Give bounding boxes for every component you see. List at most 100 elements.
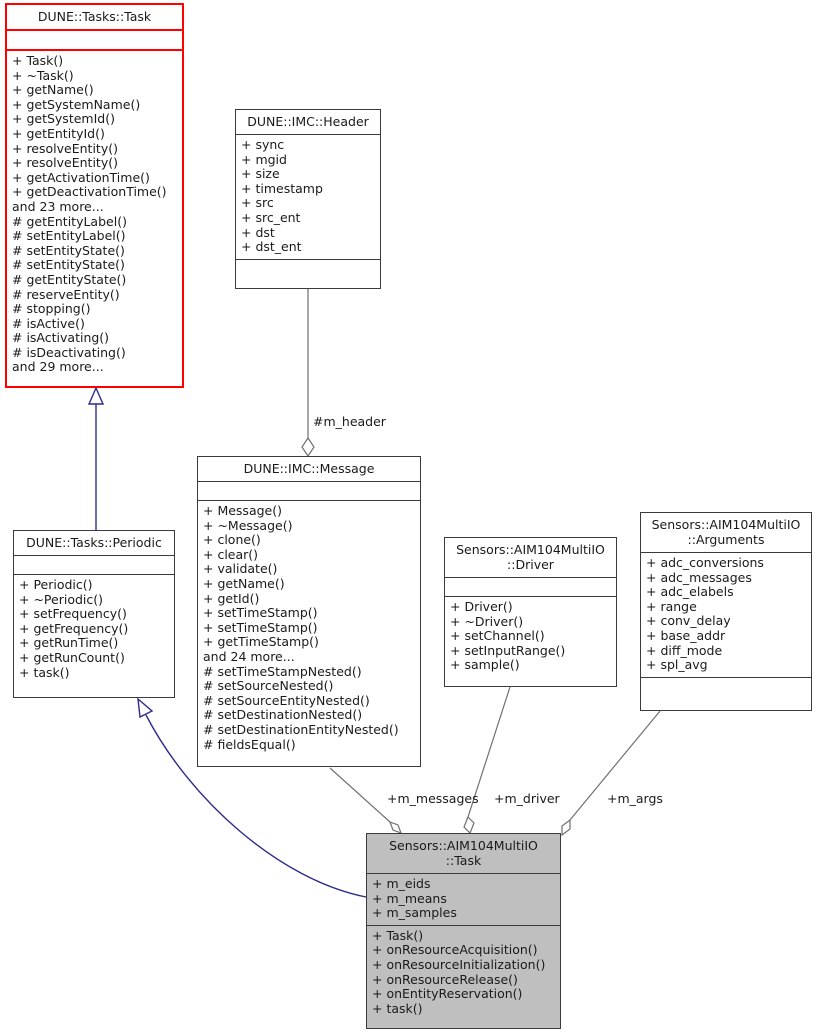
class-member: + Periodic() <box>19 577 93 592</box>
edge-header-to-message <box>301 289 315 458</box>
class-member: + getName() <box>203 575 285 591</box>
class-member: + sample() <box>450 657 520 673</box>
class-member: + ~Periodic() <box>19 591 103 607</box>
class-member: + sync <box>241 137 285 152</box>
class-operations-aim104-arguments <box>641 678 811 696</box>
class-member: + Task() <box>12 53 64 68</box>
class-member: + onEntityReservation() <box>372 986 523 1002</box>
class-operations-dune-tasks-task: + Task()+ ~Task()+ getName()+ getSystemN… <box>7 51 182 379</box>
class-member: + m_means <box>372 890 447 906</box>
class-node-aim104-task[interactable]: Sensors::AIM104MultiIO ::Task + m_eids+ … <box>366 833 561 1029</box>
class-member: + base_addr <box>646 627 726 643</box>
class-member: + clear() <box>203 546 259 562</box>
class-member: + getSystemName() <box>12 96 141 112</box>
class-member: + src_ent <box>241 209 301 225</box>
class-title-aim104-driver: Sensors::AIM104MultiIO ::Driver <box>456 542 605 572</box>
class-member: + onResourceInitialization() <box>372 956 546 972</box>
class-divider <box>236 134 380 135</box>
class-member: # stopping() <box>12 301 91 317</box>
class-divider <box>445 577 616 578</box>
class-member: + resolveEntity() <box>12 155 118 171</box>
class-attributes-dune-tasks-task <box>7 31 182 49</box>
class-member: + getDeactivationTime() <box>12 184 167 200</box>
class-title-aim104-arguments: Sensors::AIM104MultiIO ::Arguments <box>651 517 801 547</box>
class-member: + onResourceRelease() <box>372 971 518 987</box>
class-member: # isDeactivating() <box>12 344 126 360</box>
class-member: + getRunTime() <box>19 635 119 651</box>
class-title-dune-imc-message: DUNE::IMC::Message <box>243 461 375 476</box>
class-divider <box>198 500 420 501</box>
class-member: # setDestinationEntityNested() <box>203 721 399 737</box>
class-title-dune-tasks-periodic: DUNE::Tasks::Periodic <box>26 535 162 550</box>
class-member: + mgid <box>241 151 287 167</box>
class-member: + adc_elabels <box>646 584 734 600</box>
class-member: + adc_conversions <box>646 555 764 570</box>
class-member: + Driver() <box>450 599 513 614</box>
class-node-aim104-arguments[interactable]: Sensors::AIM104MultiIO ::Arguments + adc… <box>640 512 812 711</box>
class-member: + range <box>646 598 697 614</box>
class-member: + spl_avg <box>646 657 708 673</box>
class-node-dune-imc-message[interactable]: DUNE::IMC::Message + Message()+ ~Message… <box>197 456 421 767</box>
class-operations-aim104-task: + Task()+ onResourceAcquisition()+ onRes… <box>367 926 560 1021</box>
class-member: + m_samples <box>372 905 457 921</box>
class-attributes-aim104-driver <box>445 578 616 596</box>
class-member: # setEntityState() <box>12 242 125 258</box>
class-attributes-aim104-arguments: + adc_conversions+ adc_messages+ adc_ela… <box>641 553 811 677</box>
class-member: and 29 more... <box>12 359 104 375</box>
class-member: + Task() <box>372 927 424 943</box>
class-attributes-dune-imc-header: + sync+ mgid+ size+ timestamp+ src+ src_… <box>236 135 380 259</box>
class-member: + m_eids <box>372 876 431 891</box>
class-node-dune-imc-header[interactable]: DUNE::IMC::Header + sync+ mgid+ size+ ti… <box>235 109 381 289</box>
class-member: + size <box>241 166 280 182</box>
class-member: + resolveEntity() <box>12 140 118 156</box>
edge-label-m-header: #m_header <box>313 414 386 429</box>
class-divider <box>7 49 182 51</box>
class-member: + setTimeStamp() <box>203 619 318 635</box>
class-member: + setTimeStamp() <box>203 605 318 621</box>
class-divider <box>198 481 420 482</box>
class-member: # setSourceEntityNested() <box>203 692 370 708</box>
class-member: + ~Task() <box>12 67 74 83</box>
class-member: and 24 more... <box>203 648 295 664</box>
class-member: + task() <box>19 664 70 680</box>
class-member: + getActivationTime() <box>12 169 150 185</box>
class-node-aim104-driver[interactable]: Sensors::AIM104MultiIO ::Driver + Driver… <box>444 537 617 687</box>
class-operations-aim104-driver: + Driver()+ ~Driver()+ setChannel()+ set… <box>445 597 616 677</box>
class-member: + getTimeStamp() <box>203 634 319 650</box>
class-divider <box>14 555 174 556</box>
class-member: + ~Driver() <box>450 613 524 629</box>
class-member: # setEntityState() <box>12 257 125 273</box>
class-divider <box>14 574 174 575</box>
class-member: # setTimeStampNested() <box>203 663 362 679</box>
class-title-dune-tasks-task: DUNE::Tasks::Task <box>37 9 152 24</box>
edge-arguments-to-aim-task <box>561 710 661 837</box>
class-attributes-dune-imc-message <box>198 482 420 500</box>
class-member: # reserveEntity() <box>12 286 120 302</box>
class-node-dune-tasks-periodic[interactable]: DUNE::Tasks::Periodic + Periodic()+ ~Per… <box>13 530 175 698</box>
class-member: + getEntityId() <box>12 125 105 141</box>
class-member: + setInputRange() <box>450 642 566 658</box>
class-divider <box>445 596 616 597</box>
class-divider <box>641 676 811 678</box>
class-member: + Message() <box>203 503 282 518</box>
class-member: + validate() <box>203 561 278 577</box>
edge-label-m-driver: +m_driver <box>494 791 560 806</box>
class-member: # setEntityLabel() <box>12 228 126 244</box>
class-member: + timestamp <box>241 180 323 196</box>
class-node-dune-tasks-task[interactable]: DUNE::Tasks::Task + Task()+ ~Task()+ get… <box>5 3 184 388</box>
class-member: + onResourceAcquisition() <box>372 942 538 958</box>
class-divider <box>367 873 560 874</box>
class-operations-dune-imc-header <box>236 260 380 278</box>
edge-driver-to-aim-task <box>463 686 511 835</box>
edge-label-m-args: +m_args <box>607 791 663 806</box>
class-member: # getEntityLabel() <box>12 213 127 229</box>
class-member: + getSystemId() <box>12 111 115 127</box>
class-divider <box>367 924 560 926</box>
class-member: + clone() <box>203 532 261 548</box>
class-member: + getName() <box>12 82 94 98</box>
class-member: + adc_messages <box>646 569 752 585</box>
class-member: + diff_mode <box>646 642 723 658</box>
edge-periodic-to-task <box>87 386 105 531</box>
class-member: + getFrequency() <box>19 620 129 636</box>
